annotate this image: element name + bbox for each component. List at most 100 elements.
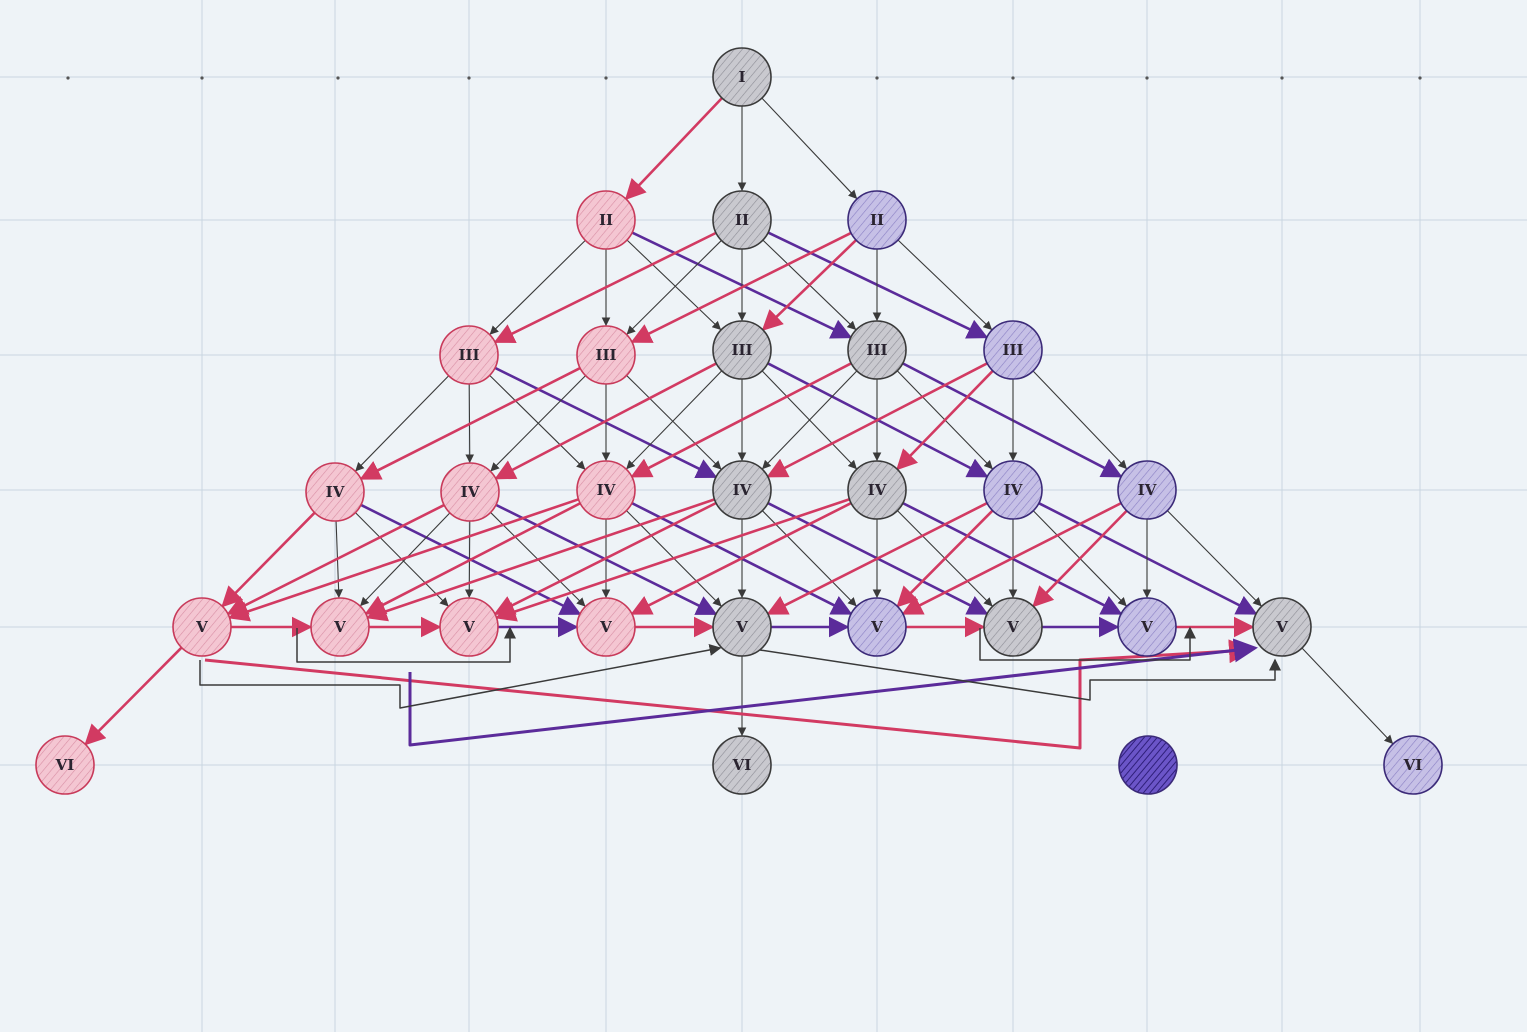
node-n6b: VI bbox=[712, 735, 772, 795]
connector-long-bottom-red bbox=[204, 639, 1253, 750]
node-circle bbox=[712, 460, 772, 520]
node-n3a: III bbox=[439, 325, 499, 385]
edge-n4b-n5a bbox=[226, 503, 446, 615]
node-circle bbox=[35, 735, 95, 795]
node-circle bbox=[983, 597, 1043, 657]
node-circle bbox=[1117, 460, 1177, 520]
edge-n3d-n4d bbox=[762, 370, 858, 470]
node-n5d: V bbox=[576, 597, 636, 657]
node-n4e: IV bbox=[847, 460, 907, 520]
node-circle bbox=[576, 460, 636, 520]
node-n4a: IV bbox=[305, 462, 365, 522]
node-circle bbox=[983, 460, 1043, 520]
edge-n4d-n5f bbox=[761, 510, 857, 607]
node-n6a: VI bbox=[35, 735, 95, 795]
edge-n4f-n5f bbox=[896, 509, 994, 608]
edge-n1-n2c bbox=[761, 97, 858, 199]
node-label: II bbox=[599, 211, 613, 229]
node-circle bbox=[310, 597, 370, 657]
edge-n2c-n3b bbox=[630, 231, 853, 343]
node-label: III bbox=[595, 346, 616, 364]
node-circle bbox=[576, 190, 636, 250]
node-n3d: III bbox=[847, 320, 907, 380]
node-label: V bbox=[1140, 618, 1153, 636]
node-n5c: V bbox=[439, 597, 499, 657]
node-circle bbox=[712, 320, 772, 380]
node-circle bbox=[847, 597, 907, 657]
grid-dot bbox=[1418, 76, 1422, 80]
edge-n2a-n3c bbox=[626, 239, 722, 331]
node-circle bbox=[305, 462, 365, 522]
node-label: III bbox=[731, 341, 752, 359]
edge-n4e-n5d bbox=[630, 501, 853, 615]
node-circle bbox=[1118, 735, 1178, 795]
node-n5e: V bbox=[712, 597, 772, 657]
node-n1: I bbox=[712, 47, 772, 107]
node-n3c: III bbox=[712, 320, 772, 380]
node-circle bbox=[983, 320, 1043, 380]
node-n5i: V bbox=[1252, 597, 1312, 657]
grid-dot bbox=[1011, 76, 1015, 80]
node-n3e: III bbox=[983, 320, 1043, 380]
node-circle bbox=[712, 190, 772, 250]
node-circle bbox=[1117, 597, 1177, 657]
node-label: VI bbox=[732, 756, 752, 774]
node-circle bbox=[712, 597, 772, 657]
node-n4f: IV bbox=[983, 460, 1043, 520]
node-circle bbox=[1252, 597, 1312, 657]
edge-n4e-n5c bbox=[494, 497, 851, 622]
edge-n4f-n5e bbox=[766, 501, 989, 615]
node-n4g: IV bbox=[1117, 460, 1177, 520]
grid-dot bbox=[200, 76, 204, 80]
edge-n2b-n3b bbox=[626, 239, 722, 335]
node-label: IV bbox=[597, 481, 616, 499]
node-label: V bbox=[870, 618, 883, 636]
grid-dot bbox=[467, 76, 471, 80]
grid-dot bbox=[66, 76, 70, 80]
edge-n4c-n5a bbox=[227, 498, 580, 622]
node-n2b: II bbox=[712, 190, 772, 250]
node-circle bbox=[439, 597, 499, 657]
node-label: II bbox=[735, 211, 749, 229]
node-label: V bbox=[462, 618, 475, 636]
node-label: V bbox=[599, 618, 612, 636]
node-label: V bbox=[1275, 618, 1288, 636]
edge-n4g-n5i bbox=[1166, 510, 1262, 607]
edge-n2a-n3d bbox=[630, 231, 853, 339]
edge-n2c-n3e bbox=[897, 239, 993, 331]
node-n4b: IV bbox=[440, 462, 500, 522]
edge-n4g-n5f bbox=[901, 501, 1123, 615]
grid-dot bbox=[875, 76, 879, 80]
node-circle bbox=[439, 325, 499, 385]
connector-long-bottom-purple bbox=[408, 638, 1258, 747]
edge-n3d-n4c bbox=[630, 362, 853, 478]
edge-n5a-n6a bbox=[84, 646, 183, 746]
node-label: IV bbox=[868, 481, 887, 499]
node-circle bbox=[847, 320, 907, 380]
node-label: IV bbox=[461, 483, 480, 501]
edge-n3e-n4g bbox=[1032, 370, 1128, 470]
node-label: IV bbox=[1004, 481, 1023, 499]
connector-left-bracket bbox=[296, 626, 516, 663]
node-circle bbox=[847, 190, 907, 250]
node-n5b: V bbox=[310, 597, 370, 657]
edge-n2a-n3a bbox=[489, 239, 586, 335]
connector-right-cross bbox=[759, 649, 1281, 701]
grid-dot bbox=[604, 76, 608, 80]
edges-layer bbox=[84, 96, 1394, 746]
node-label: I bbox=[738, 68, 745, 86]
edge-n2c-n3c bbox=[761, 238, 858, 331]
node-circle bbox=[576, 325, 636, 385]
node-n4d: IV bbox=[712, 460, 772, 520]
node-label: VI bbox=[1403, 756, 1423, 774]
node-circle bbox=[712, 47, 772, 107]
node-n5h: V bbox=[1117, 597, 1177, 657]
edge-n3a-n4a bbox=[355, 375, 450, 472]
edge-n4d-n5b bbox=[365, 498, 716, 622]
node-n5a: V bbox=[172, 597, 232, 657]
node-circle bbox=[172, 597, 232, 657]
node-n2a: II bbox=[576, 190, 636, 250]
grid-dot bbox=[336, 76, 340, 80]
node-label: II bbox=[870, 211, 884, 229]
